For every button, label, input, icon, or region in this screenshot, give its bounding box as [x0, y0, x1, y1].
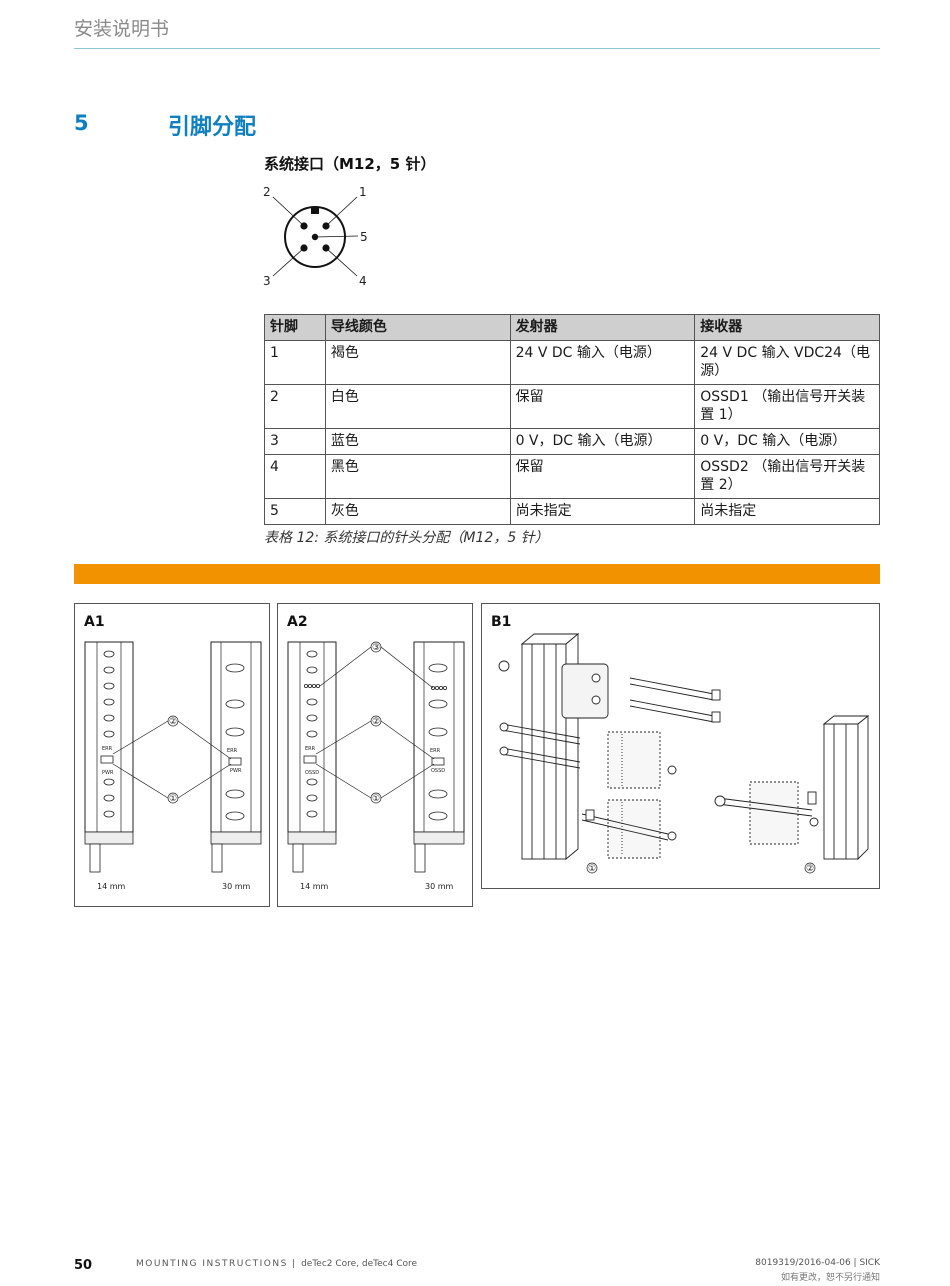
a2-right-led-err: ERR — [430, 748, 441, 754]
table-cell: 黑色 — [324, 454, 511, 499]
table-cell: 白色 — [324, 384, 511, 429]
table-row: 2 白色 保留 OSSD1 （输出信号开关装置 1） — [264, 384, 880, 429]
m12-connector-diagram: 2 1 5 3 4 — [263, 185, 368, 288]
figure-a2: A2 ERR OSSD ERR OSSD — [277, 603, 473, 907]
figure-b1-label: B1 — [491, 614, 512, 630]
figure-a1: A1 ERR PWR ERR PWR — [74, 603, 270, 907]
table-header: 针脚 — [264, 314, 326, 341]
header-title: 安装说明书 — [74, 18, 170, 40]
figure-b1-drawing: ① ② — [498, 633, 870, 874]
table-row: 3 蓝色 0 V，DC 输入（电源） 0 V，DC 输入（电源） — [264, 428, 880, 455]
b1-callout-1: ① — [588, 864, 596, 874]
a2-left-led-ossd: OSSD — [305, 770, 319, 776]
section-title: 引脚分配 — [168, 115, 257, 140]
section-number: 5 — [74, 111, 89, 135]
table-row: 4 黑色 保留 OSSD2 （输出信号开关装置 2） — [264, 454, 880, 499]
table-cell: 24 V DC 输入（电源） — [509, 340, 696, 385]
a2-callout-1: ① — [372, 794, 380, 804]
footer-note: 如有更改，恕不另行通知 — [780, 1273, 880, 1283]
connector-key — [311, 207, 319, 214]
table-row: 5 灰色 尚未指定 尚未指定 — [264, 498, 880, 525]
table-header: 发射器 — [509, 314, 696, 341]
a1-dim-left: 14 mm — [97, 882, 126, 891]
figure-b1: B1 — [481, 603, 880, 889]
table-cell: 保留 — [509, 454, 696, 499]
a1-left-led-err: ERR — [102, 746, 113, 752]
footer-doc-info: MOUNTING INSTRUCTIONS | deTec2 Core, deT… — [136, 1259, 418, 1269]
table-cell: 尚未指定 — [694, 498, 880, 525]
a1-callout-2: ② — [169, 717, 177, 727]
table-cell: 2 — [264, 384, 326, 429]
a2-callout-2: ② — [372, 717, 380, 727]
a2-callout-3: ③ — [372, 643, 380, 653]
footer-product: deTec2 Core, deTec4 Core — [301, 1259, 418, 1269]
table-cell: 灰色 — [324, 498, 511, 525]
b1-callout-2: ② — [806, 864, 814, 874]
figure-a2-drawing: ERR OSSD ERR OSSD ③ ② ① 14 mm 30 mm — [287, 641, 465, 891]
a1-right-led-pwr: PWR — [230, 768, 242, 774]
figure-a2-label: A2 — [287, 614, 308, 630]
pin-label-5: 5 — [360, 230, 368, 244]
footer-doc-type: MOUNTING INSTRUCTIONS — [136, 1259, 288, 1269]
table-row: 1 褐色 24 V DC 输入（电源） 24 V DC 输入 VDC24（电源） — [264, 340, 880, 385]
table-cell: 3 — [264, 428, 326, 455]
table-header: 导线颜色 — [324, 314, 511, 341]
table-cell: 24 V DC 输入 VDC24（电源） — [694, 340, 880, 385]
a2-dim-right: 30 mm — [425, 882, 454, 891]
a2-dim-left: 14 mm — [300, 882, 329, 891]
a1-right-led-err: ERR — [227, 748, 238, 754]
table-header-row: 针脚 导线颜色 发射器 接收器 — [264, 314, 880, 341]
table-cell: 保留 — [509, 384, 696, 429]
footer-page-number: 50 — [74, 1258, 93, 1273]
a1-callout-1: ① — [169, 794, 177, 804]
connector-subtitle: 系统接口（M12，5 针） — [264, 155, 436, 173]
table-cell: 1 — [264, 340, 326, 385]
pin-label-1: 1 — [359, 185, 367, 199]
pin-label-2: 2 — [263, 185, 271, 199]
table-cell: 4 — [264, 454, 326, 499]
header-rule — [74, 48, 880, 49]
a2-right-led-ossd: OSSD — [431, 768, 445, 774]
table-cell: 0 V，DC 输入（电源） — [694, 428, 880, 455]
table-cell: OSSD1 （输出信号开关装置 1） — [694, 384, 880, 429]
pin-assignment-table: 针脚 导线颜色 发射器 接收器 1 褐色 24 V DC 输入（电源） 24 V… — [264, 314, 880, 525]
orange-divider-bar — [74, 564, 880, 584]
a1-dim-right: 30 mm — [222, 882, 251, 891]
figure-a1-label: A1 — [84, 614, 105, 630]
pin-label-4: 4 — [359, 274, 367, 288]
table-cell: OSSD2 （输出信号开关装置 2） — [694, 454, 880, 499]
table-cell: 0 V，DC 输入（电源） — [509, 428, 696, 455]
table-cell: 5 — [264, 498, 326, 525]
pin-label-3: 3 — [263, 274, 271, 288]
table-cell: 尚未指定 — [509, 498, 696, 525]
table-cell: 蓝色 — [324, 428, 511, 455]
footer-doc-id: 8019319/2016-04-06 | SICK — [755, 1258, 880, 1268]
a1-left-led-pwr: PWR — [102, 770, 114, 776]
a2-left-led-err: ERR — [305, 746, 316, 752]
figure-a1-drawing: ERR PWR ERR PWR ② ① 14 mm 30 mm — [84, 641, 262, 891]
table-caption: 表格 12: 系统接口的针头分配（M12，5 针） — [264, 530, 549, 546]
table-header: 接收器 — [694, 314, 880, 341]
table-cell: 褐色 — [324, 340, 511, 385]
